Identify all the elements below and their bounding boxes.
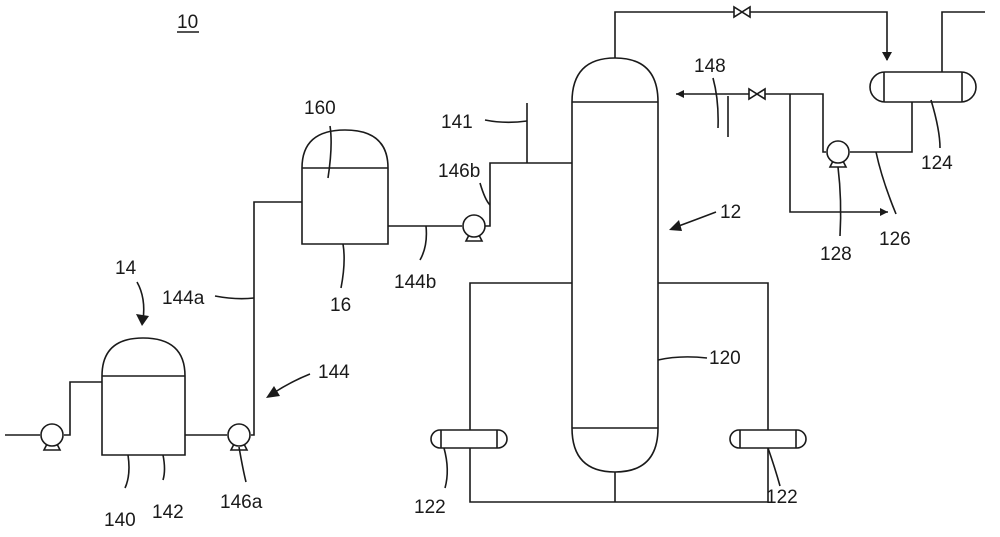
pump-inlet <box>40 423 64 451</box>
label-126: 126 <box>879 229 911 250</box>
vent-line <box>941 11 985 72</box>
arrow-icon <box>136 314 149 326</box>
leader-160 <box>327 125 332 179</box>
pump-128 <box>826 140 850 168</box>
reboiler-right <box>729 429 807 449</box>
valve-icon <box>748 87 759 101</box>
column-feed-line <box>485 162 572 227</box>
arrow-icon <box>669 220 682 231</box>
label-148: 148 <box>694 56 726 77</box>
label-146b: 146b <box>438 161 480 182</box>
label-146a: 146a <box>220 492 263 513</box>
distillation-column <box>571 57 659 473</box>
arrow-shaft <box>675 211 717 228</box>
label-144a: 144a <box>162 288 205 309</box>
pointer-arrow-12 <box>669 211 717 231</box>
leader-146a <box>238 446 247 483</box>
pump-146b <box>462 214 486 242</box>
leader-144a <box>214 295 255 300</box>
label-12: 12 <box>720 202 741 223</box>
reboiler-left <box>430 429 508 449</box>
feed-tank-shell <box>101 337 186 456</box>
pump-146a <box>227 423 251 451</box>
leader-124 <box>930 99 941 149</box>
label-128: 128 <box>820 244 852 265</box>
feed-tank <box>101 337 186 456</box>
leader-148 <box>712 77 719 129</box>
reboiler-shell <box>729 429 807 449</box>
valve-reflux <box>748 87 766 101</box>
figure-label: 10 <box>177 12 198 33</box>
pump-icon <box>40 423 64 447</box>
column-shell <box>571 57 659 473</box>
leader-144b <box>419 225 428 261</box>
label-160: 160 <box>304 98 336 119</box>
label-142: 142 <box>152 502 184 523</box>
overhead-vapor-line <box>614 11 888 61</box>
reboiler-shell <box>430 429 508 449</box>
leader-16 <box>340 243 345 289</box>
label-124: 124 <box>921 153 953 174</box>
label-122-right: 122 <box>766 487 798 508</box>
leader-120 <box>657 356 708 361</box>
valve-icon <box>733 5 744 19</box>
flow-arrow-icon <box>882 52 892 61</box>
leader-128 <box>837 166 842 237</box>
label-144: 144 <box>318 362 350 383</box>
valve-overhead <box>733 5 751 19</box>
pointer-arrow-144 <box>266 373 311 398</box>
label-141: 141 <box>441 112 473 133</box>
product-line <box>789 94 888 213</box>
leader-126 <box>875 151 897 215</box>
arrow-shaft <box>271 373 311 395</box>
product-arrow-icon <box>880 208 888 216</box>
arrow-shaft <box>136 281 145 321</box>
reflux-arrow-icon <box>676 90 684 98</box>
buffer-tank-shell <box>301 129 389 245</box>
leader-lines <box>124 77 941 489</box>
pump-icon <box>826 140 850 164</box>
reboiler-loop <box>469 282 769 503</box>
pointer-arrow-14 <box>136 281 149 326</box>
leader-122-left <box>443 447 449 489</box>
label-120: 120 <box>709 348 741 369</box>
condenser <box>869 71 977 103</box>
buffer-tank <box>301 129 389 245</box>
label-144b: 144b <box>394 272 436 293</box>
transfer-line-144a <box>251 201 302 436</box>
label-140: 140 <box>104 510 136 531</box>
leader-141 <box>484 119 528 124</box>
pump-icon <box>462 214 486 238</box>
leader-140 <box>124 454 130 489</box>
label-14: 14 <box>115 258 137 279</box>
pump-to-tank-line <box>64 381 102 436</box>
condenser-shell <box>869 71 977 103</box>
condensate-line <box>850 102 913 153</box>
arrow-icon <box>266 386 280 398</box>
pump-icon <box>227 423 251 447</box>
valve-icon <box>740 5 751 19</box>
reflux-line-top <box>676 93 826 153</box>
leader-146b <box>479 182 491 206</box>
leader-142 <box>162 454 166 481</box>
label-16: 16 <box>330 295 351 316</box>
reference-labels: 160 16 144b 144a 14 144 146a 140 142 141… <box>104 56 953 531</box>
valve-icon <box>755 87 766 101</box>
leader-122-right <box>767 447 781 487</box>
label-122-left: 122 <box>414 497 446 518</box>
